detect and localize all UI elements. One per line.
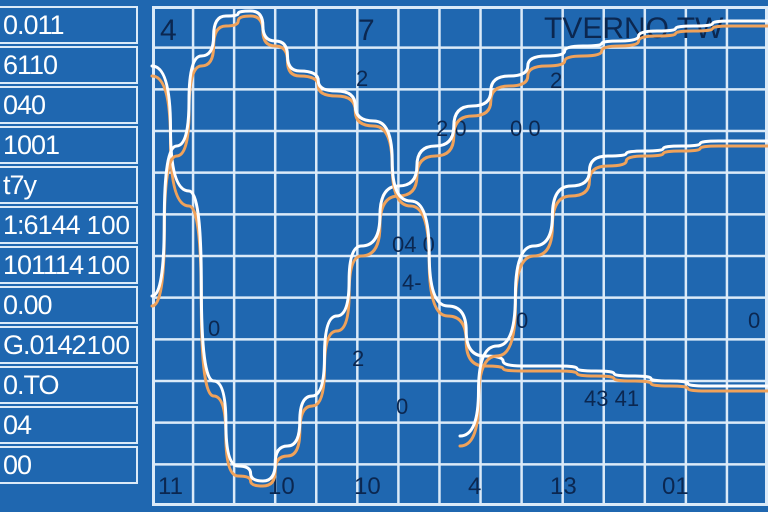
series-line	[458, 144, 768, 448]
x-tick-label: 10	[354, 473, 381, 500]
left-value-row: 04	[0, 406, 138, 444]
left-value-text: G.0142	[3, 330, 87, 360]
left-value-row: t7y	[0, 166, 138, 204]
x-tick-label: 11	[158, 473, 183, 500]
left-value-extra: 100	[86, 250, 130, 280]
x-tick-label: 13	[550, 473, 577, 500]
annotation-label: 0	[396, 394, 408, 419]
x-tick-label: 01	[662, 473, 689, 500]
corner-label: 4	[160, 14, 177, 47]
annotation-label: 4-	[402, 270, 422, 295]
annotation-label: 2	[356, 66, 368, 91]
series-line	[150, 14, 768, 393]
series-line	[150, 9, 768, 388]
left-value-text: 0.00	[3, 290, 53, 320]
series-line	[150, 24, 768, 488]
left-value-row: 1001	[0, 126, 138, 164]
left-value-text: 04	[3, 410, 32, 440]
left-value-text: 0.TO	[3, 370, 60, 400]
annotation-label: 0	[748, 308, 760, 333]
left-value-text: 1001	[3, 130, 60, 160]
left-value-text: t7y	[3, 170, 37, 200]
left-value-text: 101114	[3, 250, 84, 280]
annotation-label: 43 41	[584, 386, 639, 411]
left-value-row: 040	[0, 86, 138, 124]
top-label: 7	[358, 14, 375, 47]
annotation-label: 2	[550, 68, 562, 93]
left-value-text: 0.011	[3, 10, 65, 40]
x-tick-label: 4	[468, 473, 481, 500]
left-value-row: 0.00	[0, 286, 138, 324]
annotation-label: 2	[352, 346, 364, 371]
annotation-label: 0 0	[510, 116, 541, 141]
annotation-label: 0	[516, 308, 528, 333]
left-value-text: 040	[3, 90, 46, 120]
left-value-text: 6110	[3, 50, 58, 80]
left-value-row: 6110	[0, 46, 138, 84]
left-value-text: 00	[3, 450, 32, 480]
left-value-text: 1:6144	[3, 210, 81, 240]
left-value-row: 00	[0, 446, 138, 484]
left-value-row: 0.TO	[0, 366, 138, 404]
series-line	[150, 19, 768, 483]
left-value-extra: 100	[86, 210, 130, 240]
left-value-extra: 100	[86, 330, 130, 360]
left-value-row: 0.011	[0, 6, 138, 44]
series-line	[458, 139, 768, 438]
annotation-label: 0	[208, 316, 220, 341]
